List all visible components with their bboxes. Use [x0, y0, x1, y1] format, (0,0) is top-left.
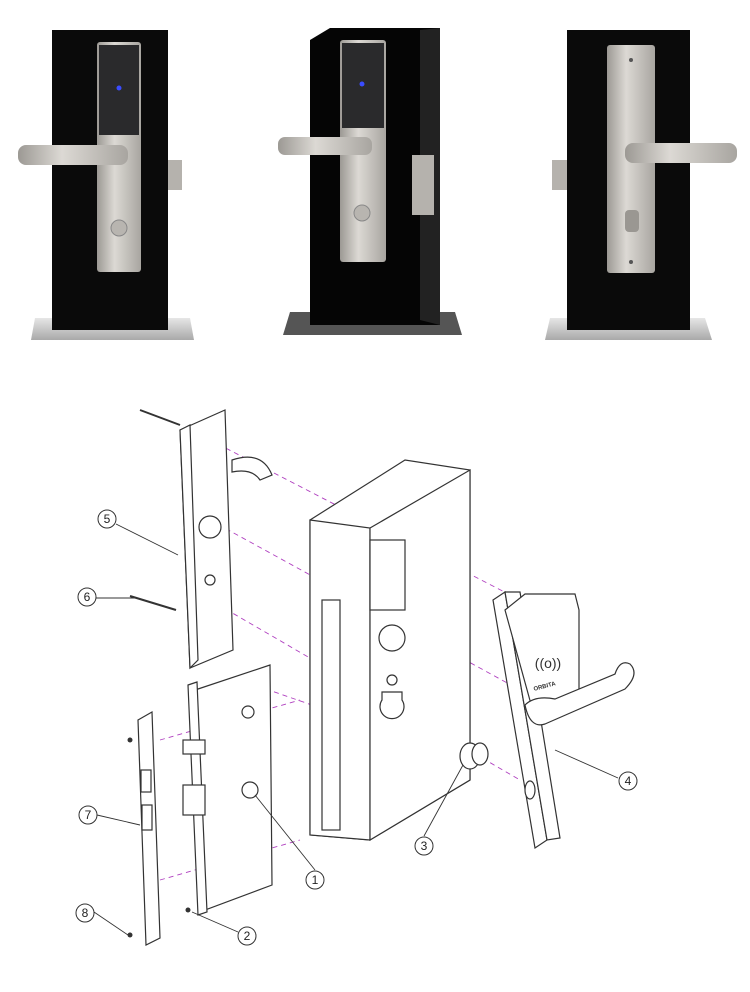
lever-handle [278, 137, 372, 155]
faceplate [127, 710, 191, 946]
callout-1: 1 [305, 870, 325, 890]
back-plate [129, 409, 273, 670]
callout-8: 8 [75, 903, 95, 923]
svg-text:3: 3 [421, 839, 428, 853]
callout-5: 5 [97, 509, 117, 529]
svg-text:5: 5 [104, 512, 111, 526]
svg-text:6: 6 [84, 590, 91, 604]
svg-text:1: 1 [312, 873, 319, 887]
svg-text:4: 4 [625, 774, 632, 788]
thumb-turn [625, 210, 639, 232]
callout-3: 3 [414, 836, 434, 856]
led-icon [359, 81, 365, 87]
led-icon [116, 85, 122, 91]
photo-front-view [18, 30, 194, 340]
cylinder [459, 742, 489, 770]
photo-angled-view [278, 28, 462, 335]
exploded-diagram: ((o)) ORBITA 1 2 3 4 5 6 7 8 [75, 409, 638, 946]
photo-back-view [545, 30, 737, 340]
brand-label: ORBITA [533, 681, 557, 693]
lever-handle [18, 145, 128, 165]
svg-text:2: 2 [244, 929, 251, 943]
rfid-icon: ((o)) [535, 655, 561, 671]
callout-7: 7 [78, 805, 98, 825]
door-block [309, 459, 471, 842]
lever-handle [625, 143, 737, 163]
svg-text:8: 8 [82, 906, 89, 920]
mortise-lock-body [182, 664, 273, 916]
keyhole-cover [110, 219, 128, 237]
callout-2: 2 [237, 926, 257, 946]
callout-4: 4 [618, 771, 638, 791]
callout-6: 6 [77, 587, 97, 607]
svg-text:7: 7 [85, 808, 92, 822]
front-panel: ((o)) ORBITA [492, 590, 635, 850]
